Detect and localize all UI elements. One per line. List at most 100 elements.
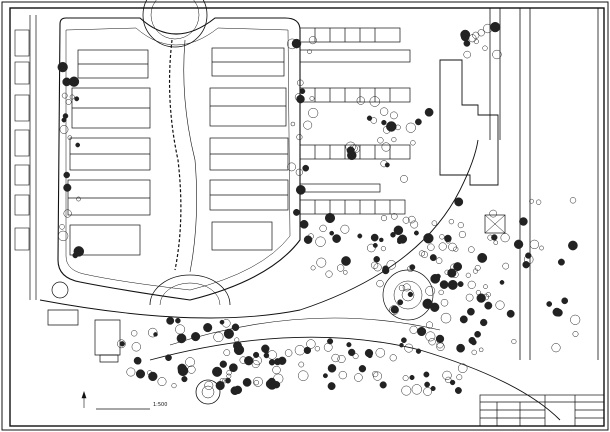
- tree-icon: [389, 354, 397, 362]
- tree-icon: [181, 376, 188, 383]
- tree-icon: [375, 348, 386, 358]
- tree-icon: [405, 122, 416, 133]
- tree-icon: [402, 216, 410, 224]
- tree-icon: [478, 347, 484, 353]
- residential-blocks-east: [209, 47, 289, 251]
- tree-icon: [204, 381, 214, 390]
- tree-icon: [351, 144, 361, 153]
- tree-icon: [421, 251, 428, 259]
- tree-icon: [413, 230, 419, 236]
- tree-icon: [569, 197, 577, 204]
- tree-icon: [451, 270, 459, 279]
- tree-icon: [430, 273, 441, 284]
- tree-icon: [477, 29, 485, 37]
- tree-icon: [370, 233, 379, 242]
- tree-icon: [572, 331, 579, 337]
- tree-icon: [287, 162, 296, 172]
- tree-icon: [331, 353, 340, 363]
- tree-icon: [268, 359, 276, 366]
- tree-icon: [430, 385, 436, 392]
- tree-icon: [417, 326, 427, 337]
- tree-icon: [263, 352, 270, 359]
- tree-icon: [457, 363, 468, 373]
- tree-icon: [57, 61, 68, 73]
- tree-icon: [147, 327, 158, 338]
- tree-icon: [117, 339, 126, 349]
- tree-icon: [59, 224, 65, 230]
- tree-icon: [499, 280, 505, 285]
- tree-icon: [327, 338, 334, 345]
- tree-icon: [177, 365, 189, 377]
- tree-icon: [410, 220, 419, 229]
- tree-icon: [474, 330, 481, 338]
- tree-icon: [187, 365, 196, 374]
- tree-icon: [465, 272, 471, 278]
- tree-icon: [467, 307, 475, 316]
- tree-icon: [458, 230, 466, 239]
- tree-icon: [444, 234, 452, 243]
- tree-icon: [438, 242, 447, 251]
- tree-icon: [74, 96, 80, 102]
- tree-icon: [500, 233, 510, 243]
- tree-icon: [415, 118, 422, 126]
- tree-icon: [372, 371, 379, 378]
- tree-icon: [223, 349, 231, 356]
- tree-icon: [402, 375, 409, 382]
- tree-icon: [297, 370, 309, 381]
- tree-icon: [386, 121, 397, 132]
- south-plaza-ring: [159, 282, 221, 306]
- tree-icon: [513, 239, 524, 249]
- tree-icon: [166, 316, 175, 325]
- tree-icon: [61, 92, 68, 99]
- tree-icon: [307, 233, 314, 240]
- tree-icon: [356, 96, 365, 105]
- tree-icon: [316, 257, 327, 268]
- tree-icon: [468, 34, 477, 43]
- tree-icon: [390, 305, 399, 314]
- tree-icon: [523, 254, 534, 265]
- fountain-inner: [201, 385, 215, 399]
- tree-icon: [324, 212, 336, 224]
- tree-icon: [175, 324, 186, 335]
- tree-icon: [490, 21, 501, 33]
- tree-icon: [203, 323, 213, 333]
- tree-icon: [495, 300, 505, 310]
- tree-icon: [234, 337, 240, 343]
- tree-icon: [63, 209, 72, 218]
- tree-icon: [415, 348, 422, 354]
- tree-icon: [267, 377, 276, 386]
- curved-road-south: [169, 317, 441, 346]
- substation-cross-b: [484, 214, 506, 234]
- tree-icon: [306, 339, 316, 349]
- tree-icon: [253, 351, 260, 358]
- tree-icon: [348, 348, 356, 357]
- tree-icon: [352, 353, 359, 360]
- tree-icon: [332, 234, 341, 243]
- tree-icon: [358, 365, 367, 373]
- tree-icon: [68, 76, 80, 87]
- tree-icon: [323, 342, 333, 352]
- tree-icon: [428, 338, 436, 346]
- tree-icon: [354, 373, 363, 382]
- tree-icon: [291, 38, 302, 49]
- curved-road-outer: [39, 139, 479, 319]
- tree-icon: [338, 370, 347, 380]
- tree-icon: [424, 381, 430, 388]
- substation-box: [484, 214, 506, 234]
- north-plaza: [142, 0, 208, 48]
- tree-icon: [131, 342, 141, 352]
- tree-icon: [370, 261, 379, 269]
- tree-icon: [407, 291, 414, 298]
- park-plaza: [382, 269, 434, 321]
- tree-icon: [373, 256, 380, 263]
- tree-icon: [449, 263, 460, 273]
- tree-icon: [423, 371, 430, 378]
- tree-icon: [212, 366, 223, 377]
- park-plaza-core: [401, 288, 415, 302]
- north-arrow-icon: [81, 391, 87, 408]
- tree-icon: [327, 364, 337, 373]
- tree-icon: [294, 345, 306, 356]
- tree-icon: [346, 342, 352, 348]
- tree-icon: [226, 370, 232, 376]
